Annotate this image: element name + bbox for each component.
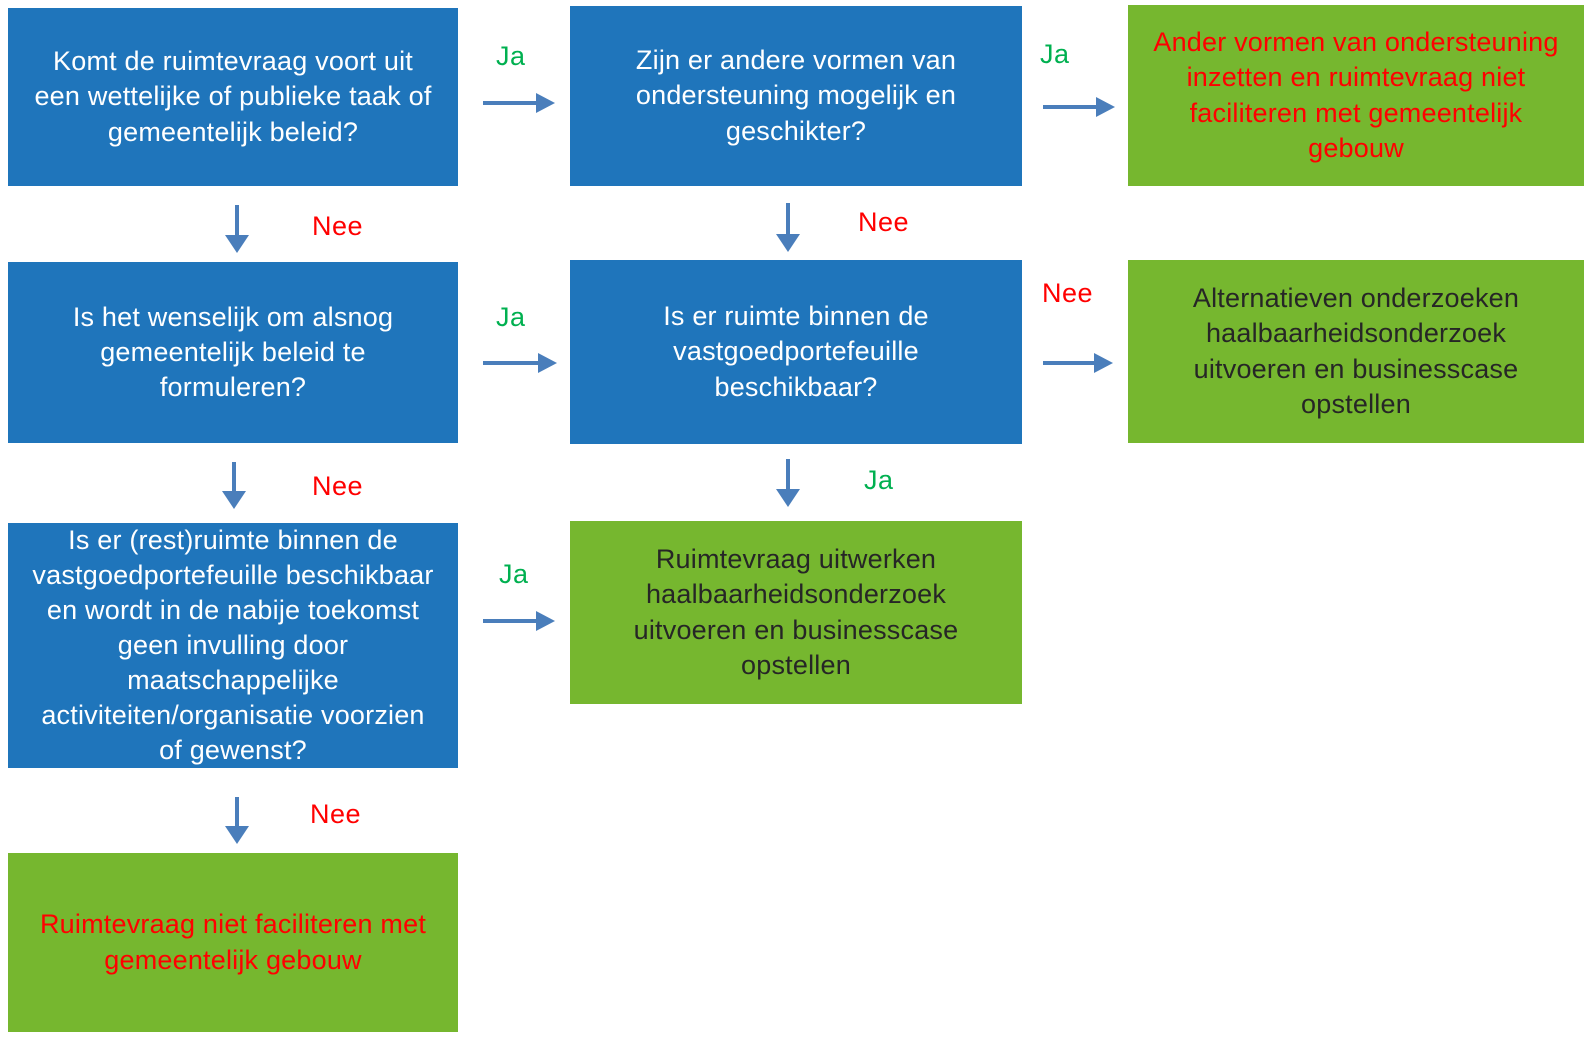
arrow-down-icon	[225, 797, 249, 844]
arrow-head-icon	[225, 826, 249, 844]
decision-box-text: Is er (rest)ruimte binnen de vastgoedpor…	[32, 524, 434, 766]
arrow-down-icon	[225, 205, 249, 253]
decision-box-text: Is het wenselijk om alsnog gemeentelijk …	[72, 301, 394, 403]
arrow-head-icon	[1094, 353, 1113, 373]
connector-label-nee: Nee	[312, 471, 364, 501]
arrow-head-icon	[536, 611, 555, 631]
connector-label-ja: Ja	[496, 302, 526, 332]
outcome-box-text: Ruimtevraag niet faciliteren met gemeent…	[39, 909, 427, 975]
outcome-box-text: Ruimtevraag uitwerken haalbaarheidsonder…	[633, 544, 959, 680]
arrow-down-icon	[776, 459, 800, 507]
arrow-right-icon	[483, 92, 555, 114]
connector-label-nee: Nee	[1042, 278, 1094, 308]
arrow-shaft	[232, 462, 236, 493]
outcome-box-niet-faciliteren: Ruimtevraag niet faciliteren met gemeent…	[8, 853, 458, 1032]
arrow-shaft	[786, 459, 790, 491]
arrow-down-icon	[776, 203, 800, 252]
decision-box-restruimte-beschikbaar: Is er (rest)ruimte binnen de vastgoedpor…	[8, 523, 458, 768]
arrow-head-icon	[225, 235, 249, 253]
outcome-box-andere-ondersteuning: Ander vormen van ondersteuning inzetten …	[1128, 5, 1584, 186]
outcome-box-alternatieven-onderzoeken: Alternatieven onderzoeken haalbaarheidso…	[1128, 260, 1584, 443]
arrow-down-icon	[222, 462, 246, 509]
connector-label-ja: Ja	[1040, 39, 1070, 69]
arrow-shaft	[235, 797, 239, 828]
decision-box-andere-vormen: Zijn er andere vormen van ondersteuning …	[570, 6, 1022, 186]
outcome-box-ruimtevraag-uitwerken: Ruimtevraag uitwerken haalbaarheidsonder…	[570, 521, 1022, 704]
decision-box-beleid-formuleren: Is het wenselijk om alsnog gemeentelijk …	[8, 262, 458, 443]
decision-box-text: Komt de ruimtevraag voort uit een wettel…	[34, 46, 432, 147]
connector-label-ja: Ja	[864, 465, 894, 495]
connector-label-nee: Nee	[858, 207, 910, 237]
connector-label-ja: Ja	[499, 559, 529, 589]
decision-box-text: Zijn er andere vormen van ondersteuning …	[635, 45, 957, 146]
decision-box-text: Is er ruimte binnen de vastgoedportefeui…	[663, 301, 929, 402]
connector-label-ja: Ja	[496, 41, 526, 71]
arrow-shaft	[235, 205, 239, 237]
outcome-box-text: Alternatieven onderzoeken haalbaarheidso…	[1192, 283, 1520, 419]
arrow-head-icon	[776, 234, 800, 252]
arrow-head-icon	[1096, 97, 1115, 117]
arrow-shaft	[483, 101, 538, 105]
connector-label-nee: Nee	[310, 799, 362, 829]
arrow-head-icon	[538, 353, 557, 373]
arrow-right-icon	[483, 352, 557, 374]
arrow-right-icon	[483, 610, 555, 632]
arrow-shaft	[1043, 361, 1096, 365]
arrow-shaft	[483, 619, 538, 623]
arrow-right-icon	[1043, 96, 1115, 118]
arrow-right-icon	[1043, 352, 1113, 374]
arrow-shaft	[786, 203, 790, 236]
connector-label-nee: Nee	[312, 211, 364, 241]
arrow-head-icon	[536, 93, 555, 113]
arrow-head-icon	[776, 489, 800, 507]
arrow-shaft	[1043, 105, 1098, 109]
decision-box-ruimte-beschikbaar: Is er ruimte binnen de vastgoedportefeui…	[570, 260, 1022, 444]
arrow-shaft	[483, 361, 540, 365]
arrow-head-icon	[222, 491, 246, 509]
decision-box-wettelijke-taak: Komt de ruimtevraag voort uit een wettel…	[8, 8, 458, 186]
outcome-box-text: Ander vormen van ondersteuning inzetten …	[1153, 27, 1559, 163]
